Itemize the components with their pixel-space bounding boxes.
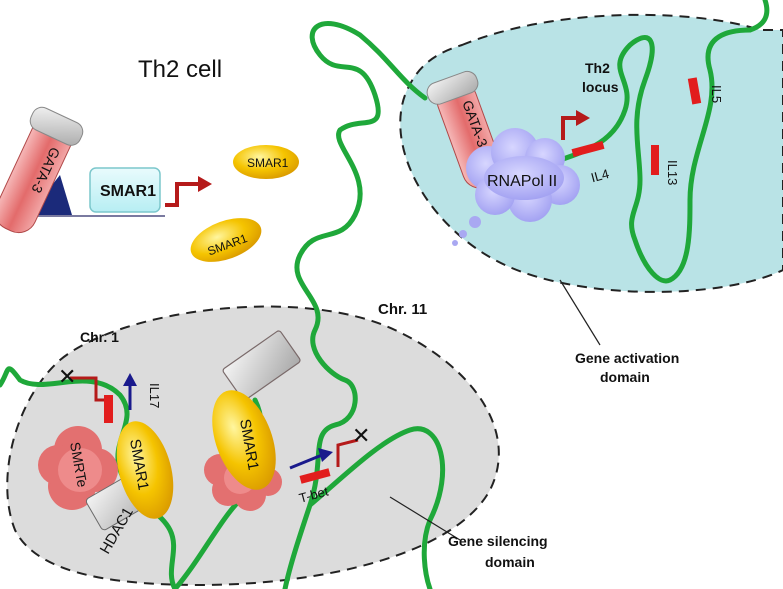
il4-gene [571,140,605,158]
th2-locus-label-2: locus [582,79,619,95]
grey-bracket-box [222,330,301,401]
smar1-box-label: SMAR1 [100,183,156,200]
smar1-silencing-right [212,390,276,490]
chr11-label: Chr. 11 [378,301,427,318]
silencing-label-1: Gene silencing [448,533,548,549]
gata3-left: GATA-3 [0,106,84,234]
smar1-box [89,167,161,213]
repressed-arrow-il17 [70,376,108,402]
silencing-pointer [389,496,461,541]
silencing-label-2: domain [485,554,535,570]
rnapol-cloud [452,128,580,246]
smar1-silencing-left [116,421,174,519]
activation-label-1: Gene activation [575,350,679,366]
transcription-arrowhead-th2 [576,110,590,126]
il4-label: IL4 [589,166,610,185]
repressed-x-il17: ✕ [58,364,76,389]
chromatin-fiber-th2-locus [557,27,753,284]
tbet-gene [299,468,331,484]
tbet-arrowhead [318,448,333,462]
chromatin-fiber-th2-tail [747,0,770,33]
smrte-complex [38,426,118,510]
il17-label: IL17 [147,383,162,408]
il13-gene [651,145,659,175]
transcription-arrowhead-top [198,176,212,192]
th2-locus-label-1: Th2 [585,60,610,76]
chr1-label: Chr. 1 [80,329,119,345]
activation-pointer [559,279,601,346]
repressed-arrow-tbet [336,438,359,467]
il13-label: IL13 [665,160,680,185]
transcription-arrow-top [165,182,200,207]
il5-label: IL5 [709,85,724,103]
il17-gene [104,395,113,423]
smar1-free-a-label: SMAR1 [247,156,289,170]
smar1-free-b [190,218,262,262]
cell-title: Th2 cell [138,56,222,83]
activation-label-2: domain [600,369,650,385]
transcription-arrow-th2 [561,116,578,140]
il5-gene [687,77,702,105]
chromatin-fiber-chr11 [282,21,428,589]
tbet-arrow [289,453,323,470]
il17-arrowhead [123,373,137,386]
rnapol-label: RNAPol II [487,173,557,190]
smrte-label: SMRTe [67,441,91,489]
repressed-x-tbet: ✕ [352,423,370,448]
chromatin-fiber-chr11-right [307,426,446,589]
smar1-free-a [233,145,299,179]
